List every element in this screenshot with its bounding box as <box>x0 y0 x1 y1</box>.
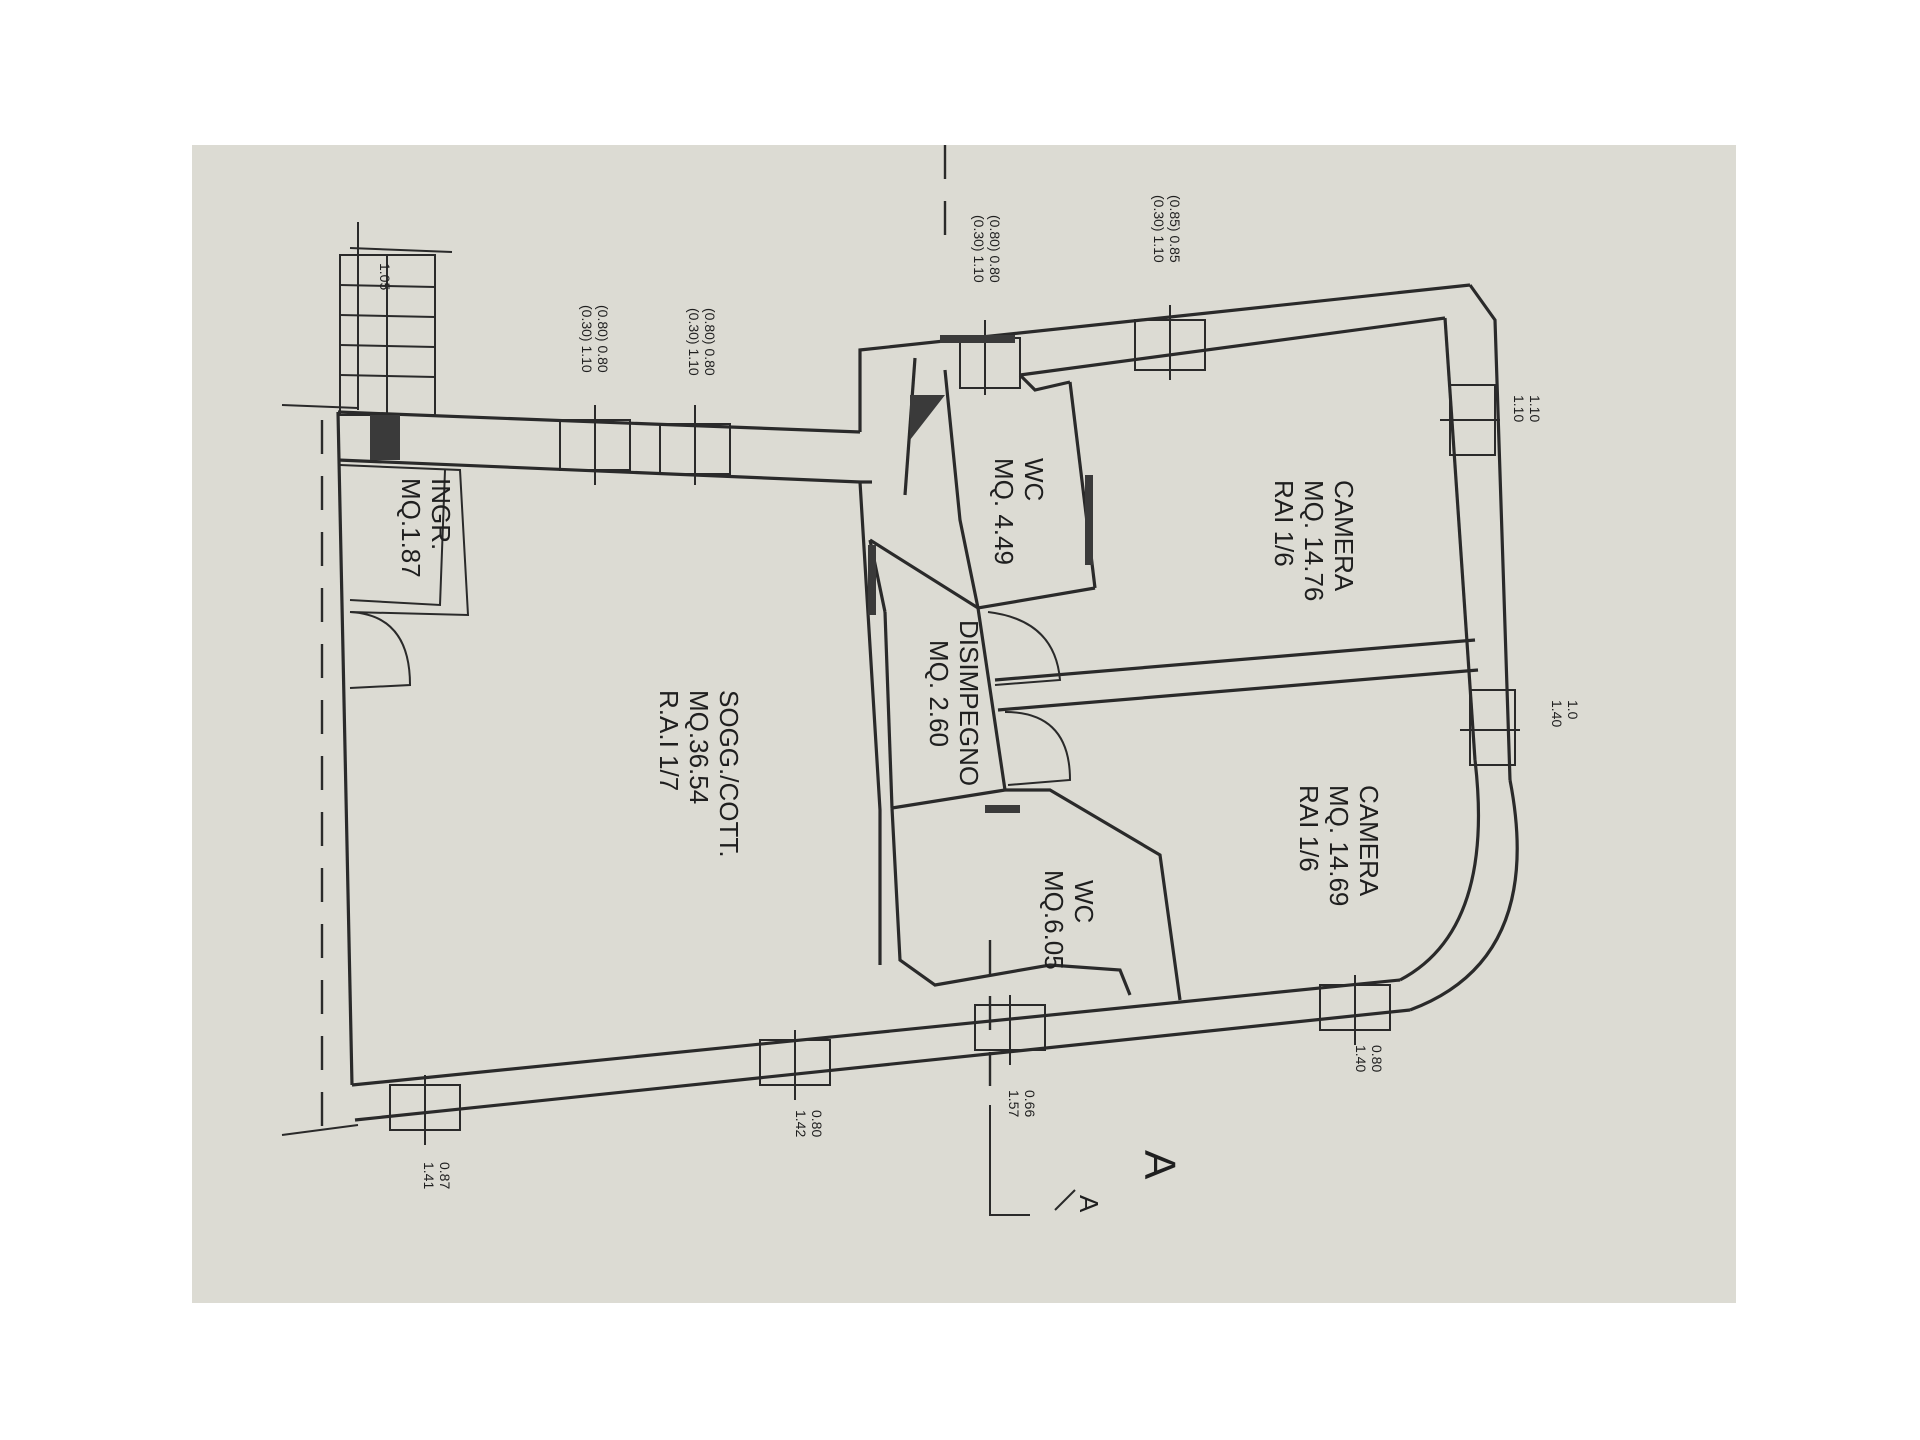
disimpegno-area: MQ. 2.60 <box>924 640 954 747</box>
camera2-name: CAMERA <box>1354 785 1384 897</box>
wc2-name: WC <box>1069 880 1099 923</box>
dim-w6a: 1.0 <box>1565 700 1581 720</box>
camera2-ratio: RAI 1/6 <box>1294 785 1324 872</box>
sogg-name: SOGG./COTT. <box>714 690 744 858</box>
dim-w1a: (0.80) 0.80 <box>595 305 611 373</box>
camera1-name: CAMERA <box>1329 480 1359 592</box>
dim-w7b: 1.40 <box>1353 1045 1369 1072</box>
dim-w1b: (0.30) 1.10 <box>579 305 595 373</box>
wc1-name: WC <box>1019 458 1049 501</box>
shaft-and-jambs <box>370 335 1093 813</box>
camera1-ratio: RAI 1/6 <box>1269 480 1299 567</box>
camera2-area: MQ. 14.69 <box>1324 785 1354 906</box>
wc2-area: MQ.6.05 <box>1039 870 1069 970</box>
section-mark-a: A <box>1135 1150 1184 1180</box>
stair-width-label: 1.05 <box>377 263 393 290</box>
property-line-tick-top <box>281 404 359 409</box>
dim-w8a: 0.66 <box>1022 1090 1038 1117</box>
sogg-area: MQ.36.54 <box>684 690 714 804</box>
window-dimensions: (0.80) 0.80 (0.30) 1.10 (0.80) 0.80 (0.3… <box>421 195 1581 1189</box>
dim-w2b: (0.30) 1.10 <box>686 308 702 376</box>
dim-w7a: 0.80 <box>1369 1045 1385 1072</box>
wc1-area: MQ. 4.49 <box>989 458 1019 565</box>
dim-w8b: 1.57 <box>1006 1090 1022 1117</box>
section-mark-a-small: A <box>1074 1195 1104 1213</box>
dim-w3b: (0.30) 1.10 <box>971 215 987 283</box>
interior-walls <box>339 357 1479 1001</box>
entry-stair <box>339 222 453 416</box>
room-labels: INGR. MQ.1.87 SOGG./COTT. MQ.36.54 R.A.I… <box>396 458 1384 970</box>
dim-w10a: 0.87 <box>437 1162 453 1189</box>
property-line-tick-bottom <box>281 1124 359 1136</box>
dim-w4b: (0.30) 1.10 <box>1151 195 1167 263</box>
dim-w4a: (0.85) 0.85 <box>1167 195 1183 263</box>
dim-w9a: 0.80 <box>809 1110 825 1137</box>
ingr-name: INGR. <box>426 478 456 550</box>
ingr-area: MQ.1.87 <box>396 478 426 578</box>
dim-w3a: (0.80) 0.80 <box>987 215 1003 283</box>
section-mark <box>989 1105 1076 1216</box>
windows <box>389 305 1520 1145</box>
dim-w5b: 1.10 <box>1511 395 1527 422</box>
sogg-ratio: R.A.I 1/7 <box>654 690 684 791</box>
dim-w5a: 1.10 <box>1527 395 1543 422</box>
dim-w9b: 1.42 <box>793 1110 809 1137</box>
camera1-area: MQ. 14.76 <box>1299 480 1329 601</box>
dim-w10b: 1.41 <box>421 1162 437 1189</box>
disimpegno-name: DISIMPEGNO <box>954 620 984 786</box>
dim-w6b: 1.40 <box>1549 700 1565 727</box>
dim-w2a: (0.80) 0.80 <box>702 308 718 376</box>
door-swings <box>349 611 1072 786</box>
